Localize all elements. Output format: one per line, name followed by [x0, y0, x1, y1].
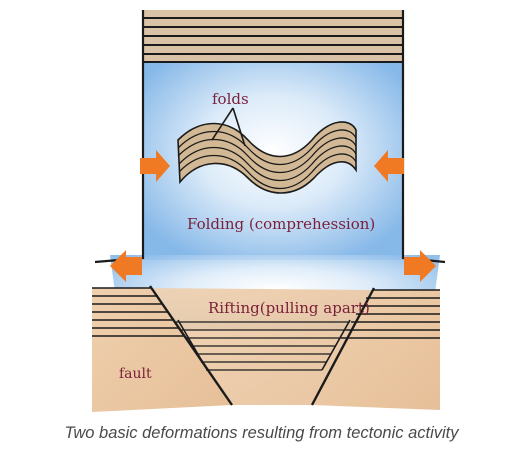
top-rock-layers [143, 10, 403, 63]
figure-caption: Two basic deformations resulting from te… [64, 424, 459, 442]
folds-pointer-lines [211, 107, 246, 147]
compression-arrow-right [374, 150, 404, 182]
graben-block [176, 319, 351, 371]
folds-label: folds [212, 90, 249, 108]
folded-layers [177, 121, 357, 194]
compression-arrow-left [140, 150, 170, 182]
lower-rock-mass [92, 288, 440, 412]
right-fault-block [310, 287, 440, 406]
rifting-label: Rifting(pulling apart) [208, 299, 370, 317]
fault-label: fault [119, 366, 152, 382]
tension-arrow-left [110, 250, 142, 282]
left-fault-block [92, 285, 233, 406]
folding-label: Folding (comprehession) [187, 215, 375, 233]
block-walls [94, 10, 446, 264]
tension-arrow-right [404, 250, 436, 282]
